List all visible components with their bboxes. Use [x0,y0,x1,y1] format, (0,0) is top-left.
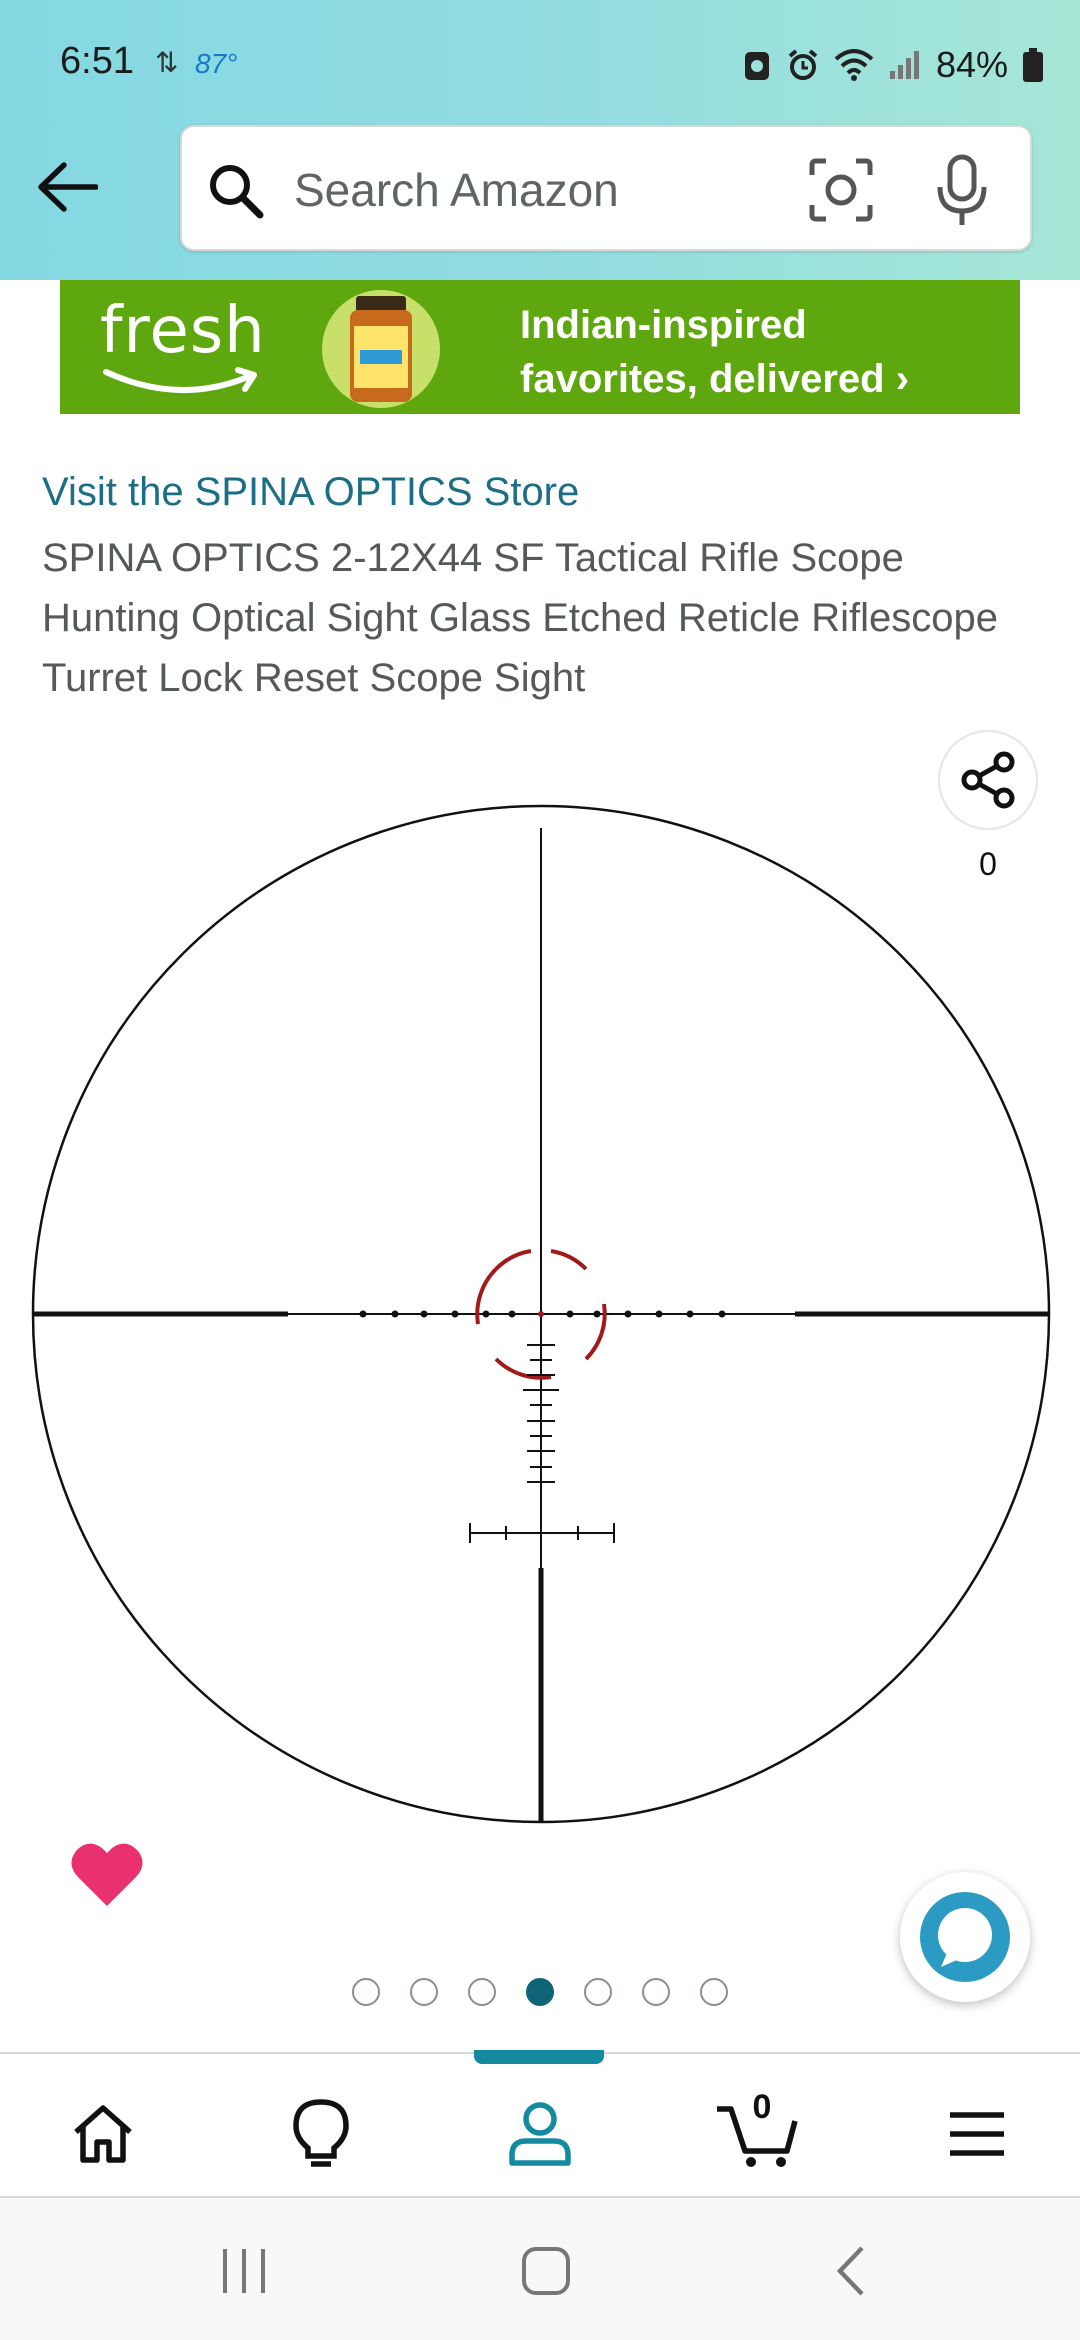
home-icon [74,2105,132,2163]
microphone-icon[interactable] [934,153,990,229]
banner-headline-line2: favorites, delivered › [520,357,910,401]
carousel-dot[interactable] [642,1978,670,2006]
battery-icon [1023,48,1043,82]
weather-temperature: 87° [195,48,238,79]
recent-apps-button[interactable] [204,2238,284,2304]
share-count: 0 [979,846,997,882]
nav-inspire[interactable] [276,2094,366,2174]
jar-icon [350,296,412,402]
back-chevron-icon [836,2246,864,2296]
alarm-icon [788,49,818,80]
nav-account[interactable] [495,2094,585,2174]
carousel-dot[interactable] [700,1978,728,2006]
nav-cart[interactable]: 0 [712,2088,802,2174]
jar-label: TIKKA MASALA [322,290,323,291]
search-bar[interactable] [180,125,1032,251]
recent-apps-icon [223,2249,265,2293]
fresh-promo-banner[interactable]: fresh TIKKA MASALA Indian-inspired favor… [60,280,1020,414]
image-carousel-indicator[interactable] [352,1978,728,2012]
cart-icon [717,2106,798,2167]
fresh-logo-text: fresh [100,294,266,368]
carousel-dot[interactable] [526,1978,554,2006]
share-icon [961,751,1015,809]
product-title: SPINA OPTICS 2-12X44 SF Tactical Rifle S… [42,536,999,700]
carousel-dot[interactable] [352,1978,380,2006]
nav-menu[interactable] [932,2094,1022,2174]
home-button[interactable] [506,2238,586,2304]
alexa-button[interactable] [900,1872,1030,2002]
hamburger-menu-icon [950,2112,1004,2156]
camera-search-icon[interactable] [808,157,874,223]
bottom-navigation: 0 [0,2050,1080,2196]
search-icon [210,165,264,219]
reticle-image [31,804,1051,1824]
fresh-logo: fresh [100,294,270,404]
status-icons: 84% [742,40,1044,90]
carousel-dot[interactable] [410,1978,438,2006]
signal-icon [889,51,919,79]
carousel-dot[interactable] [468,1978,496,2006]
store-link[interactable]: Visit the SPINA OPTICS Store [42,470,580,514]
network-activity-icon: ⇅ [155,47,179,78]
banner-headline: Indian-inspired favorites, delivered › [520,298,909,406]
system-navigation-bar [0,2196,1080,2340]
lightbulb-icon [293,2099,349,2167]
home-square-icon [522,2247,570,2295]
status-time: 6:51 [60,40,134,82]
amazon-smile-icon [103,367,257,394]
alexa-icon [920,1892,1010,1982]
status-bar: 6:51 ⇅ 87° 84% [0,0,1080,126]
wifi-icon [834,49,874,81]
banner-headline-line1: Indian-inspired [520,303,807,347]
heart-icon[interactable] [70,1840,144,1910]
nav-home[interactable] [58,2094,148,2174]
tikka-masala-jar-image: TIKKA MASALA [322,290,440,408]
share-button[interactable] [938,730,1038,830]
back-button[interactable] [30,150,104,224]
account-icon [509,2102,571,2166]
battery-percentage: 84% [935,44,1008,85]
search-input[interactable] [294,155,774,225]
back-arrow-icon [38,162,98,212]
app-notification-icon [744,52,769,80]
header: 6:51 ⇅ 87° 84% [0,0,1080,280]
product-image[interactable] [0,800,1080,1850]
cart-count: 0 [752,2088,772,2126]
system-back-button[interactable] [810,2238,890,2304]
active-tab-indicator [474,2050,604,2064]
carousel-dot[interactable] [584,1978,612,2006]
